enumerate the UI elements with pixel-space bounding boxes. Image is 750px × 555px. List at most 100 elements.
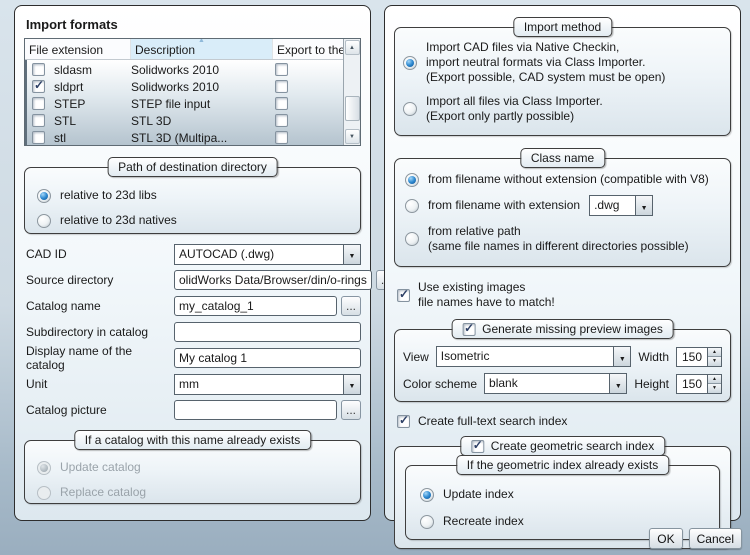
catalog-form: CAD ID AUTOCAD (.dwg) Source directory o… [24,241,396,423]
subdirectory-label: Subdirectory in catalog [26,325,149,339]
format-enabled-checkbox[interactable] [32,80,45,93]
display-name-input[interactable]: My catalog 1 [174,348,361,368]
unit-combo[interactable]: mm [174,373,361,395]
combo-dropdown-button[interactable] [635,196,653,215]
radio-button[interactable] [405,198,419,213]
check-icon [464,321,474,335]
extension-combo[interactable]: .dwg [589,195,654,216]
radio-button[interactable] [420,514,434,529]
export-checkbox[interactable] [275,114,288,127]
fulltext-index-option[interactable]: Create full-text search index [397,414,731,429]
geometric-index-group-title: Create geometric search index [459,436,666,456]
radio-button[interactable] [403,102,417,116]
geometric-index-label: Create geometric search index [490,439,655,453]
column-header-file-extension[interactable]: File extension [25,39,131,59]
radio-option-filename-with-extension[interactable]: from filename with extension .dwg [405,195,722,216]
catalog-picture-label: Catalog picture [26,403,107,417]
radio-button[interactable] [37,213,51,228]
radio-button[interactable] [420,487,434,502]
chevron-down-icon [615,377,622,391]
source-directory-input[interactable]: olidWorks Data/Browser/din/o-rings [174,270,372,290]
radio-option-recreate-index[interactable]: Recreate index [420,508,705,535]
color-scheme-combo[interactable]: blank [484,373,628,394]
option-line: (Export possible, CAD system must be ope… [426,70,666,84]
view-value: Isometric [440,349,490,363]
radio-option-relative-path[interactable]: from relative path (same file names in d… [405,224,722,254]
use-existing-images-option[interactable]: Use existing images file names have to m… [397,280,731,310]
form-row-unit: Unit mm [24,371,361,397]
cancel-button[interactable]: Cancel [688,528,742,549]
height-stepper[interactable]: 150 ▲ ▼ [676,373,722,394]
class-name-group: Class name from filename without extensi… [394,148,731,267]
option-line: Use existing images [418,280,526,294]
width-stepper[interactable]: 150 ▲ ▼ [676,346,722,367]
table-row[interactable]: sldprt Solidworks 2010 [25,78,343,95]
radio-button[interactable] [37,188,51,203]
radio-option-relative-libs[interactable]: relative to 23d libs [37,183,348,208]
check-icon [473,438,483,452]
export-checkbox[interactable] [275,80,288,93]
scrollbar-down-icon[interactable]: ▼ [344,129,360,144]
catalog-picture-browse-button[interactable]: ... [341,400,361,420]
export-checkbox[interactable] [275,131,288,144]
subdirectory-input[interactable] [174,322,361,342]
scrollbar-track[interactable] [344,56,360,128]
spinner-up-icon[interactable]: ▲ [708,374,721,383]
table-scrollbar[interactable]: ▲ ▼ [343,39,360,145]
cad-id-combo[interactable]: AUTOCAD (.dwg) [174,243,361,265]
generate-preview-checkbox[interactable] [462,321,476,336]
file-extension-cell: sldasm [54,62,93,77]
file-extension-cell: stl [54,130,66,145]
format-enabled-checkbox[interactable] [32,63,45,76]
ok-button[interactable]: OK [649,528,683,549]
radio-option-update-index[interactable]: Update index [420,481,705,508]
radio-label: from relative path (same file names in d… [428,224,689,254]
description-cell: Solidworks 2010 [131,62,220,77]
unit-label: Unit [26,377,48,391]
radio-button-disabled [37,485,51,500]
radio-button[interactable] [405,232,419,246]
combo-dropdown-button[interactable] [609,374,627,393]
use-existing-images-label: Use existing images file names have to m… [418,280,555,310]
radio-button[interactable] [405,172,419,187]
radio-button-disabled [37,460,51,475]
scrollbar-thumb[interactable] [344,96,360,121]
format-enabled-checkbox[interactable] [32,97,45,110]
spinner-up-icon[interactable]: ▲ [708,347,721,356]
use-existing-images-checkbox[interactable] [397,288,410,302]
table-row[interactable]: stl STL 3D (Multipa... [25,129,343,145]
geometric-index-checkbox[interactable] [470,438,484,453]
formats-table-body: sldasm Solidworks 2010 sldprt Solidworks… [25,60,343,145]
radio-option-class-importer[interactable]: Import all files via Class Importer. (Ex… [403,94,722,124]
export-checkbox[interactable] [275,63,288,76]
radio-option-native-checkin[interactable]: Import CAD files via Native Checkin, imp… [403,40,722,85]
formats-table: File extension ▲ Description Export to t… [24,38,361,146]
view-combo[interactable]: Isometric [435,346,632,367]
combo-dropdown-button[interactable] [343,244,360,264]
radio-option-relative-natives[interactable]: relative to 23d natives [37,208,348,233]
format-enabled-checkbox[interactable] [32,114,45,127]
scrollbar-up-icon[interactable]: ▲ [344,40,360,55]
column-header-export[interactable]: Export to the cad system [277,43,343,57]
combo-dropdown-button[interactable] [343,374,360,394]
format-enabled-checkbox[interactable] [32,131,45,144]
fulltext-index-checkbox[interactable] [397,415,410,428]
export-checkbox[interactable] [275,97,288,110]
table-row[interactable]: STL STL 3D [25,112,343,129]
column-header-description-label: Description [135,43,196,57]
catalog-picture-input[interactable] [174,400,337,420]
catalog-name-input[interactable]: my_catalog_1 [174,296,337,316]
chevron-down-icon [619,350,626,364]
table-row[interactable]: STEP STEP file input [25,95,343,112]
width-label: Width [638,349,669,364]
spinner-down-icon[interactable]: ▼ [708,356,721,366]
catalog-name-browse-button[interactable]: ... [341,296,361,316]
radio-button[interactable] [403,55,417,70]
combo-dropdown-button[interactable] [613,347,631,366]
column-header-description[interactable]: ▲ Description [131,39,273,59]
preview-row-color-scheme: Color scheme blank Height 150 ▲ ▼ [403,370,722,397]
check-icon [399,413,409,427]
spinner-down-icon[interactable]: ▼ [708,383,721,393]
table-row[interactable]: sldasm Solidworks 2010 [25,61,343,78]
radio-option-filename-without-extension[interactable]: from filename without extension (compati… [405,172,722,187]
